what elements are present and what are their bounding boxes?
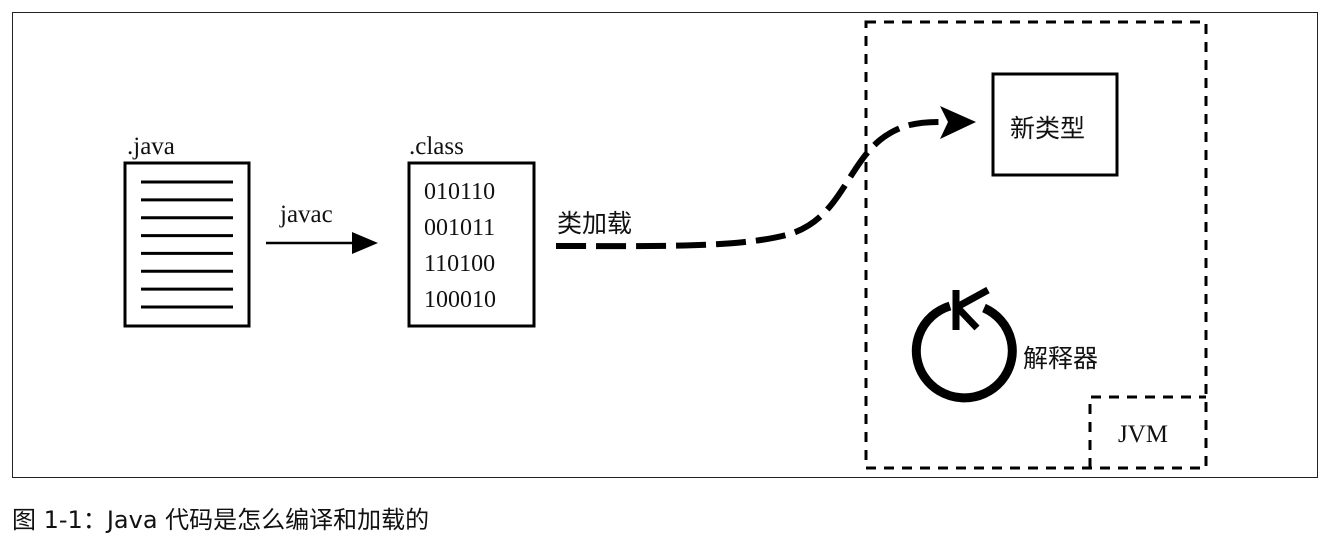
class-loading-label: 类加载 — [557, 209, 633, 238]
new-type-label: 新类型 — [1010, 114, 1086, 143]
jvm-label-box — [1088, 395, 1206, 468]
java-file-label: .java — [127, 133, 175, 160]
jvm-boundary — [864, 20, 1208, 470]
java-source-file — [123, 161, 251, 328]
figure-caption: 图 1-1：Java 代码是怎么编译和加载的 — [12, 506, 430, 534]
class-file — [407, 161, 536, 328]
java-source-text-lines — [141, 180, 233, 309]
class-loading-arrow — [555, 106, 976, 250]
interpreter-label: 解释器 — [1023, 344, 1099, 373]
jvm-label: JVM — [1118, 421, 1169, 448]
new-type-box — [991, 72, 1119, 177]
javac-compile-arrow — [266, 232, 378, 254]
class-binary-content: 010110 001011 110100 100010 — [424, 174, 524, 318]
javac-label: javac — [280, 201, 333, 228]
binary-line: 100010 — [424, 287, 496, 313]
binary-line: 010110 — [424, 179, 496, 205]
class-file-label: .class — [409, 133, 464, 160]
binary-line: 001011 — [424, 215, 496, 241]
binary-line: 110100 — [424, 251, 496, 277]
interpreter-loop-icon — [911, 286, 1017, 403]
